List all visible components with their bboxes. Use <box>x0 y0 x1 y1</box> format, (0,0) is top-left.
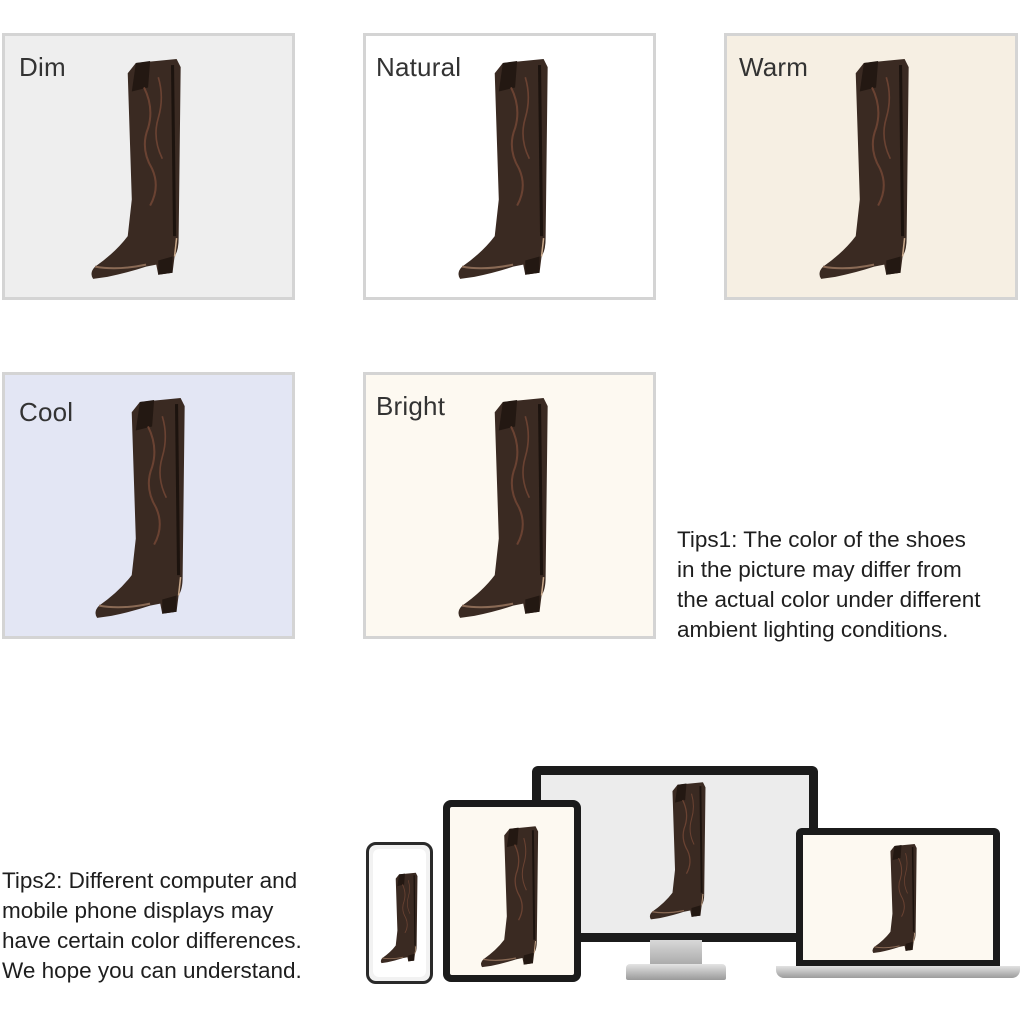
laptop-base <box>776 966 1020 978</box>
lighting-panel-natural: Natural <box>363 33 656 300</box>
lighting-panel-warm: Warm <box>724 33 1018 300</box>
tips1-line: ambient lighting conditions. <box>677 617 949 642</box>
tips1-text: Tips1: The color of the shoes in the pic… <box>677 525 981 645</box>
tips2-line: We hope you can understand. <box>2 958 302 983</box>
boot-image <box>815 54 927 294</box>
tips2-line: mobile phone displays may <box>2 898 274 923</box>
phone-device <box>366 842 433 984</box>
boot-image <box>91 393 203 633</box>
lighting-panel-dim: Dim <box>2 33 295 300</box>
panel-label: Warm <box>739 52 809 82</box>
phone-screen <box>373 849 426 977</box>
panel-label: Dim <box>19 52 66 82</box>
laptop-screen <box>803 835 993 960</box>
tablet-device <box>443 800 581 982</box>
tips1-line: in the picture may differ from <box>677 557 962 582</box>
tips2-line: have certain color differences. <box>2 928 302 953</box>
laptop-device <box>796 828 1000 968</box>
monitor-stand <box>650 940 702 966</box>
boot-image <box>454 393 566 633</box>
tips2-text: Tips2: Different computer and mobile pho… <box>2 866 302 986</box>
boot-image <box>647 781 717 927</box>
boot-image <box>478 825 550 975</box>
boot-image <box>87 54 199 294</box>
panel-label: Bright <box>376 391 446 421</box>
monitor-screen <box>541 775 809 933</box>
boot-image <box>869 843 927 959</box>
panel-label: Cool <box>19 397 74 427</box>
tips1-line: Tips1: The color of the shoes <box>677 527 966 552</box>
boot-image <box>379 869 425 971</box>
panel-label: Natural <box>376 52 462 82</box>
boot-image <box>454 54 566 294</box>
lighting-panel-bright: Bright <box>363 372 656 639</box>
monitor-base <box>626 964 726 980</box>
tips1-line: the actual color under different <box>677 587 981 612</box>
lighting-panel-cool: Cool <box>2 372 295 639</box>
tips2-line: Tips2: Different computer and <box>2 868 298 893</box>
tablet-screen <box>450 807 574 975</box>
